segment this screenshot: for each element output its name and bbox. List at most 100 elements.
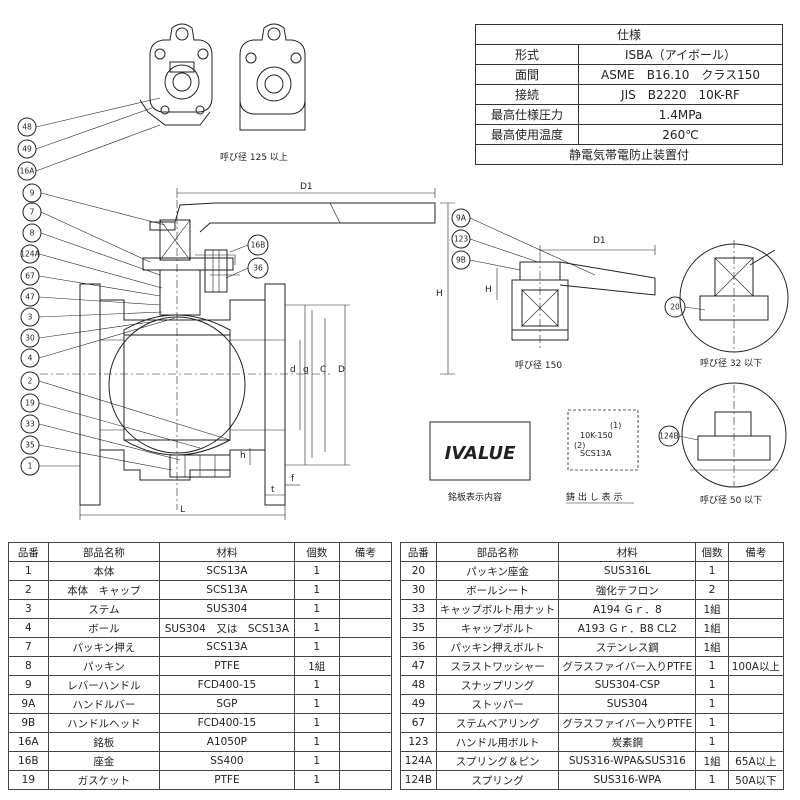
nameplate-logo: IVALUE xyxy=(445,443,516,464)
table-cell xyxy=(727,637,785,657)
dim-d1: D1 xyxy=(300,182,313,192)
table-cell: 1組 xyxy=(695,637,729,657)
table-cell: 65A以上 xyxy=(727,751,785,771)
callout-9: 9 xyxy=(22,183,166,226)
table-cell xyxy=(727,694,785,714)
table-cell: SUS304 xyxy=(558,694,697,714)
table-cell: グラスファイバー入りPTFE xyxy=(558,713,697,733)
table-cell: 1 xyxy=(8,561,49,581)
caption-casting: 鋳 出 し 表 示 xyxy=(566,491,622,503)
svg-text:19: 19 xyxy=(25,399,35,408)
callout-36: 36 xyxy=(225,257,269,279)
callout-16b: 16B xyxy=(229,234,269,256)
table-cell: FCD400-15 xyxy=(159,713,295,733)
callout-30: 30 xyxy=(20,321,151,348)
table-cell: 100A以上 xyxy=(727,656,785,676)
table-cell: SUS304-CSP xyxy=(558,675,697,695)
table-cell: 強化テフロン xyxy=(558,580,697,600)
table-cell: PTFE xyxy=(159,770,295,790)
table-cell: 1組 xyxy=(695,618,729,638)
svg-text:35: 35 xyxy=(25,441,35,450)
callout-67: 67 xyxy=(20,266,161,297)
table-cell xyxy=(727,580,785,600)
table-cell: ハンドル用ボルト xyxy=(435,732,560,752)
table-cell: レバーハンドル xyxy=(47,675,161,695)
table-cell: ハンドルヘッド xyxy=(47,713,161,733)
size32-detail: 20 呼び径 32 以下 xyxy=(664,240,789,369)
table-cell: SCS13A xyxy=(159,580,295,600)
table-cell: A1050P xyxy=(159,732,295,752)
nameplate: IVALUE 銘板表示内容 xyxy=(429,421,531,503)
spec-title: 仕様 xyxy=(475,24,783,45)
table-cell: グラスファイバー入りPTFE xyxy=(558,656,697,676)
callout-16a: 16A xyxy=(17,124,161,181)
table-cell: スプリング＆ピン xyxy=(435,751,560,771)
size150-detail: D1 H 呼び径 150 9A 123 9B xyxy=(451,208,656,371)
callouts-mid: 16B 36 xyxy=(225,234,269,279)
callout-49: 49 xyxy=(17,107,153,159)
casting-n1: (1) xyxy=(610,421,621,430)
svg-text:48: 48 xyxy=(22,123,32,132)
svg-text:2: 2 xyxy=(28,377,33,386)
table-cell: 1 xyxy=(695,656,729,676)
table-cell xyxy=(338,694,393,714)
table-cell: 2 xyxy=(695,580,729,600)
table-cell: 1 xyxy=(293,751,340,771)
table-cell xyxy=(338,561,393,581)
callout-19: 19 xyxy=(20,393,201,449)
table-cell xyxy=(338,599,393,619)
dim-h: H xyxy=(436,289,443,299)
svg-text:30: 30 xyxy=(25,334,35,343)
table-cell: スナップリング xyxy=(435,675,560,695)
table-cell xyxy=(338,637,393,657)
svg-text:49: 49 xyxy=(22,145,32,154)
svg-text:16A: 16A xyxy=(20,167,36,176)
svg-text:124B: 124B xyxy=(659,432,678,441)
table-cell xyxy=(338,770,393,790)
table-cell: 9 xyxy=(8,675,49,695)
callout-33: 33 xyxy=(20,414,181,461)
table-cell xyxy=(338,675,393,695)
table-cell xyxy=(338,618,393,638)
size50-detail: 124B 呼び径 50 以下 xyxy=(658,382,787,506)
caption-top-view: 呼び径 125 以上 xyxy=(220,151,288,163)
table-cell: 20 xyxy=(400,561,437,581)
svg-text:36: 36 xyxy=(253,264,263,273)
table-cell: 本体 xyxy=(47,561,161,581)
table-cell: 124B xyxy=(400,770,437,790)
top-view-left xyxy=(139,23,213,126)
table-cell xyxy=(727,561,785,581)
table-cell xyxy=(727,618,785,638)
table-cell: ボールシート xyxy=(435,580,560,600)
table-cell: 33 xyxy=(400,599,437,619)
table-cell: 47 xyxy=(400,656,437,676)
table-cell: ハンドルバー xyxy=(47,694,161,714)
parts-header: 品番部品名称 材料個数 備考 xyxy=(8,542,393,562)
svg-text:3: 3 xyxy=(28,313,33,322)
callout-35: 35 xyxy=(20,435,173,471)
table-cell: パッキン押え xyxy=(47,637,161,657)
spec-footer: 静電気帯電防止装置付 xyxy=(475,144,783,165)
callout-9b: 9B xyxy=(451,250,521,271)
svg-text:20: 20 xyxy=(670,303,680,312)
callout-48: 48 xyxy=(17,97,161,137)
table-cell: 124A xyxy=(400,751,437,771)
table-cell: ボール xyxy=(47,618,161,638)
table-cell: 16B xyxy=(8,751,49,771)
